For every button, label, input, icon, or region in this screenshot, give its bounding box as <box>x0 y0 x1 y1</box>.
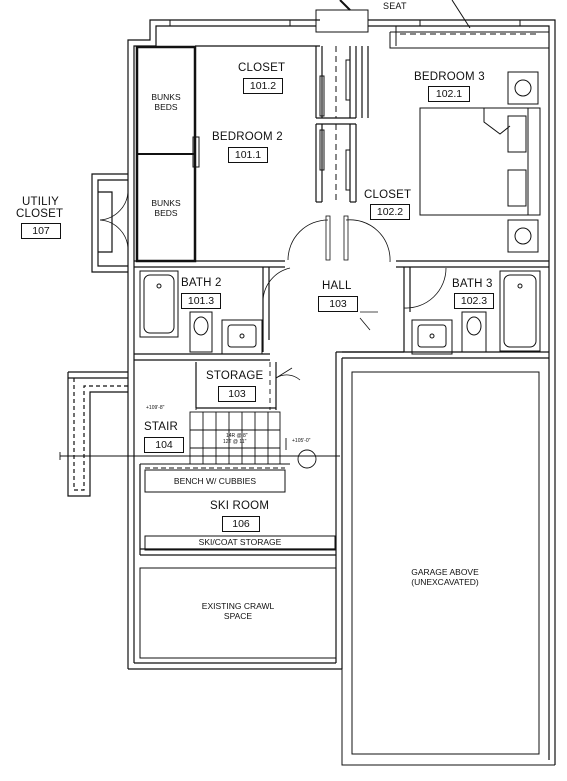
room-number-utility-closet: 107 <box>21 223 61 239</box>
room-name-storage: STORAGE <box>206 370 264 382</box>
room-name-closet-101-2: CLOSET <box>238 62 286 74</box>
nightstand-bottom <box>507 219 539 253</box>
garage-line1: GARAGE ABOVE <box>411 567 479 577</box>
room-number-bedroom-2: 101.1 <box>228 147 268 163</box>
bunk-top-line1: BUNKS <box>151 92 181 102</box>
bath-2-fixtures <box>139 270 263 355</box>
stair-riser-note-2: 12T @ 11" <box>223 439 247 445</box>
bunk-beds <box>135 45 200 263</box>
room-name-bath-3: BATH 3 <box>452 278 493 290</box>
garage <box>341 669 555 766</box>
room-name-ski-room: SKI ROOM <box>210 500 270 512</box>
room-name-bedroom-3: BEDROOM 3 <box>414 71 485 83</box>
bench-label: BENCH W/ CUBBIES <box>173 476 257 486</box>
stair-elevation-right: +105'-0" <box>292 438 311 444</box>
crawl-space <box>139 567 337 659</box>
nightstand-top <box>507 71 539 105</box>
bath-3-fixtures <box>411 270 541 355</box>
bunk-bottom-line2: BEDS <box>154 208 178 218</box>
bench <box>144 469 286 493</box>
room-name-stair: STAIR <box>144 421 179 433</box>
room-number-hall: 103 <box>318 296 358 312</box>
window-top-left <box>169 19 291 27</box>
ski-storage-label: SKI/COAT STORAGE <box>198 537 282 547</box>
seat-box <box>315 9 369 33</box>
room-name-bedroom-2: BEDROOM 2 <box>212 131 283 143</box>
room-number-ski-room: 106 <box>222 516 260 532</box>
exterior-stair <box>67 371 128 497</box>
ski-storage <box>144 535 336 551</box>
top-seat-label: SEAT <box>383 1 407 11</box>
utility-closet <box>91 173 129 273</box>
room-name-closet-102-2: CLOSET <box>364 189 412 201</box>
room-number-closet-102-2: 102.2 <box>370 204 410 220</box>
room-number-storage: 103 <box>218 386 256 402</box>
bunk-top-line2: BEDS <box>154 102 178 112</box>
stair-riser-note-1: 14R @ 8" <box>226 433 248 439</box>
room-number-closet-101-2: 101.2 <box>243 78 283 94</box>
room-name-utility-closet-line1: UTILIY <box>22 196 59 208</box>
room-number-bath-2: 101.3 <box>181 293 221 309</box>
room-number-bedroom-3: 102.1 <box>428 86 470 102</box>
garage-line2: (UNEXCAVATED) <box>411 577 479 587</box>
bedroom-3-bed <box>419 107 541 216</box>
crawl-space-line1: EXISTING CRAWL <box>201 601 275 611</box>
room-number-stair: 104 <box>144 437 184 453</box>
stair-treads <box>59 362 340 469</box>
bunk-bottom-line1: BUNKS <box>151 198 181 208</box>
window-top-right <box>419 19 521 27</box>
room-name-bath-2: BATH 2 <box>181 277 222 289</box>
room-number-bath-3: 102.3 <box>454 293 494 309</box>
room-name-utility-closet-line2: CLOSET <box>16 208 64 220</box>
room-name-hall: HALL <box>322 280 352 292</box>
crawl-space-line2: SPACE <box>223 611 253 621</box>
stair-elevation-left: +109'-8" <box>146 405 165 411</box>
door-swings <box>262 215 447 381</box>
